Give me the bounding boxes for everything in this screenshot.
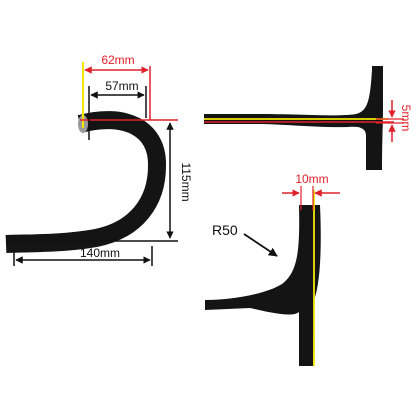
rise-label: 5mm — [399, 105, 413, 132]
radius-label: R50 — [212, 222, 238, 238]
drop-bend-closeup — [205, 205, 321, 366]
drop-label: 115mm — [179, 162, 193, 201]
front-view-panel: 5mm — [204, 66, 413, 170]
reach-outer-label: 62mm — [101, 53, 134, 67]
radius-arrow — [243, 233, 278, 257]
side-view-panel: 62mm 57mm 115mm 140mm — [5, 53, 193, 266]
reach-inner-label: 57mm — [105, 79, 138, 93]
offset-label: 10mm — [295, 172, 328, 186]
top-bar-front-view — [204, 66, 383, 170]
width-label: 140mm — [80, 246, 120, 260]
drop-bar-side-view — [5, 111, 166, 253]
closeup-panel: 10mm R50 — [205, 172, 340, 366]
